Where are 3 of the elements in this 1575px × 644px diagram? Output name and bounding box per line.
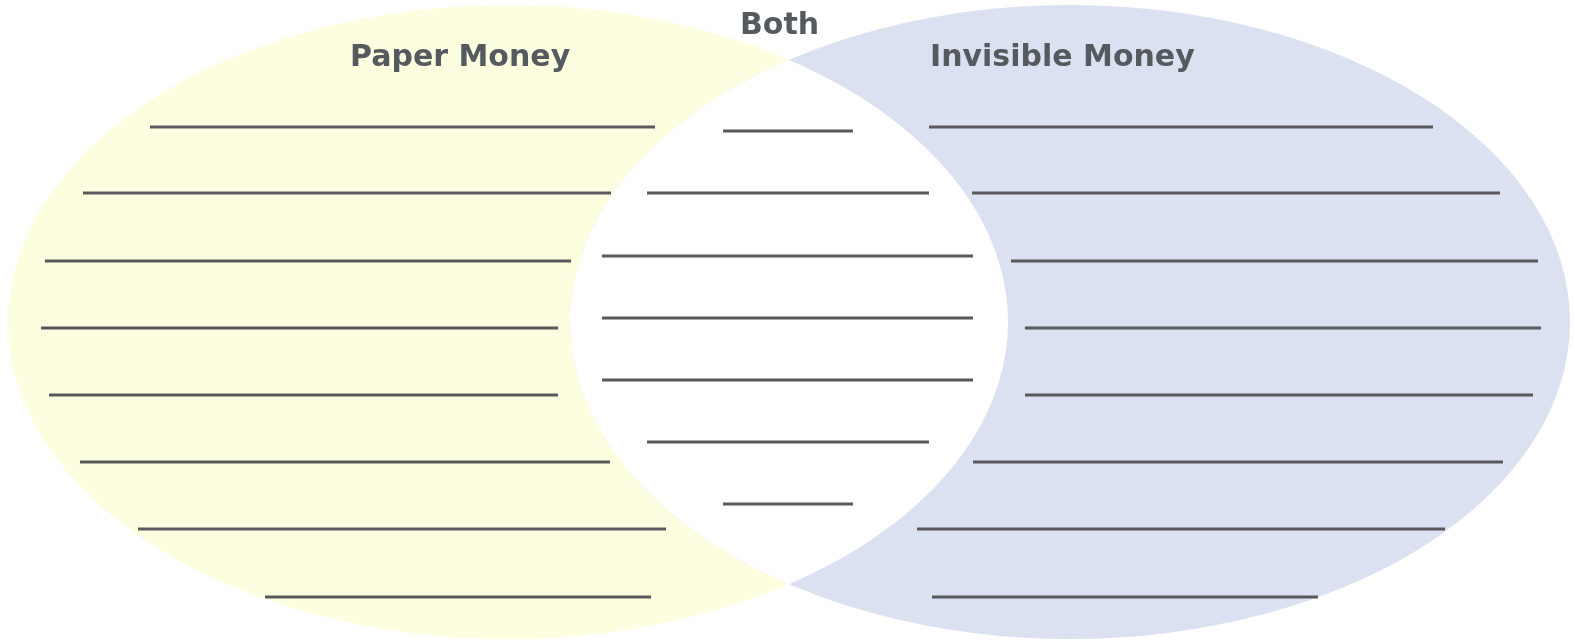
set-heading: Both bbox=[740, 6, 820, 41]
set-heading: Invisible Money bbox=[930, 38, 1195, 73]
set-heading: Paper Money bbox=[350, 38, 571, 73]
